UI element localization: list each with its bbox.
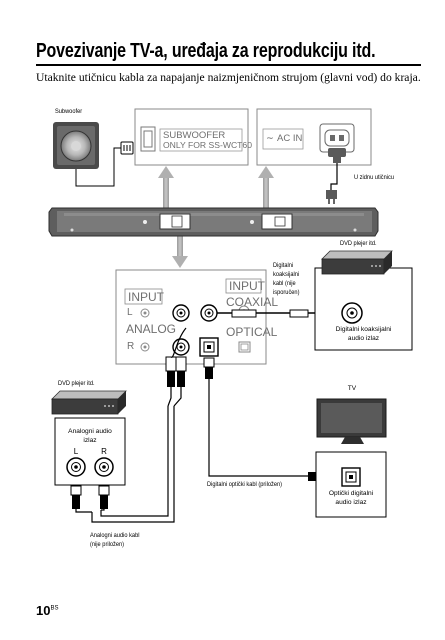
analog-output-label-1: Analogni audio [68,428,112,435]
coax-cable-label-4: isporučen) [273,289,300,296]
coax-cable-label-3: kabl (nije [273,280,296,287]
analog-cable-label-1: Analogni audio kabl [90,532,140,539]
ac-symbol: ∼ [266,133,274,144]
optical-cable-icon [203,357,327,481]
tv-icon [316,398,387,444]
coaxial-cable-icon [217,267,413,351]
analog-l-label: L [127,307,133,318]
dvd-player-left-label: DVD plejer itd. [58,380,95,387]
jack-l-label: L [73,447,79,456]
coaxial-label: COAXIAL [226,295,279,309]
subwoofer-icon [53,122,99,169]
page-title: Povezivanje TV-a, uređaja za reprodukcij… [36,40,376,62]
input-label-digital: INPUT [229,279,265,293]
ac-in-label: AC IN [277,133,303,144]
dvd-player-left-icon [51,390,127,415]
title-rule [36,64,421,66]
optical-output-label-2: audio izlaz [335,499,367,506]
ac-in-panel [256,108,372,166]
analog-output-panel [54,417,126,486]
tv-label: TV [347,385,357,392]
coax-cable-label-2: koaksijalni [273,271,300,278]
sound-bar-icon [48,207,379,237]
subwoofer-connector-icon [120,141,134,155]
analog-label: ANALOG [126,322,177,336]
subwoofer-port-panel [134,108,249,166]
power-plug-icon [326,148,346,204]
dvd-player-top-label: DVD plejer itd. [340,240,377,247]
analog-r-label: R [127,341,135,352]
jack-r-label: R [101,447,107,456]
subwoofer-model-label: ONLY FOR SS-WCT60 [163,140,252,150]
gray-arrow-icon [158,166,274,268]
page-number: 10BS [36,603,58,618]
wall-outlet-label: U zidnu utičnicu [354,174,395,181]
optical-output-label-1: Optički digitalni [328,490,374,497]
subwoofer-label: Subwoofer [55,108,83,115]
rca-plug-icon [70,485,110,513]
optical-label: OPTICAL [226,325,278,339]
analog-cable-icon [91,327,187,523]
coax-output-label-1: Digitalni koaksijalni [335,326,392,333]
coax-cable-label-1: Digitalni [273,262,294,269]
coax-output-label-2: audio izlaz [347,335,380,342]
subwoofer-port-label: SUBWOOFER [163,130,226,141]
analog-cable-label-2: (nije priložen) [90,541,125,548]
intro-text: Utaknite utičnicu kabla za napajanje nai… [36,71,421,84]
optical-output-panel [315,451,387,518]
dvd-player-icon [321,250,393,275]
input-label-analog: INPUT [128,290,164,304]
page-suffix: BS [50,605,59,612]
page-number-value: 10 [36,603,51,618]
analog-output-label-2: izlaz [83,437,97,444]
optical-cable-label: Digitalni optički kabl (priložen) [207,481,283,488]
